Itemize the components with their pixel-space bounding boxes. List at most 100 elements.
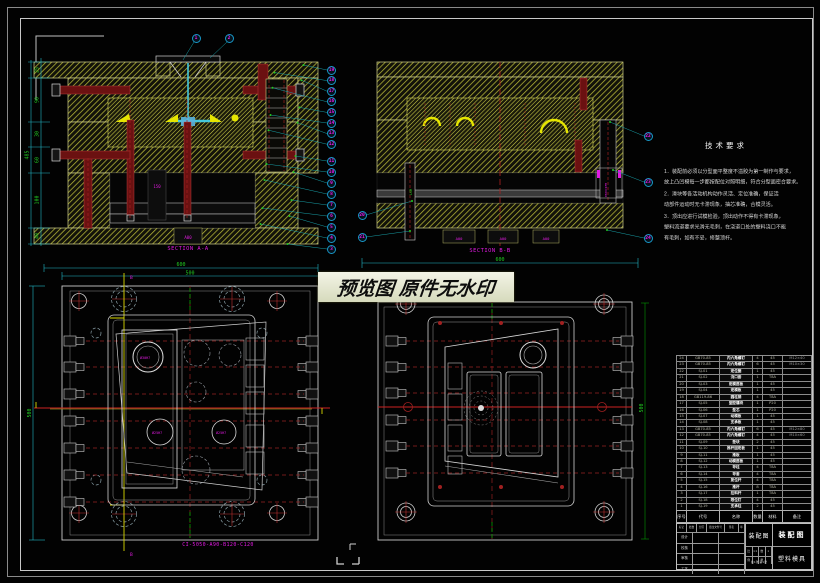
- signature-blank-cell: [719, 554, 745, 564]
- bom-cell-no: 12: [677, 433, 687, 439]
- bom-cell-note: [783, 414, 811, 419]
- bom-cell-note: M10×30: [789, 362, 805, 367]
- bom-cell-no: 17: [677, 401, 687, 407]
- bom-cell-qty: 1: [753, 381, 763, 388]
- bom-cell-code: GB70-85: [687, 356, 720, 362]
- bom-cell-note: [783, 491, 811, 496]
- bom-cell-name: 垫块: [720, 439, 753, 446]
- bom-cell-name: 导套: [720, 471, 753, 478]
- dim-label: 60: [35, 157, 41, 163]
- bom-cell-qty: 1: [753, 375, 763, 381]
- bom-cell-no: 24: [677, 356, 687, 362]
- bom-cell-code: SJ-10: [687, 446, 720, 452]
- bom-cell-code: SJ-11: [687, 452, 720, 458]
- bom-cell-qty: 1: [753, 446, 763, 452]
- revision-label: 处数: [687, 524, 697, 532]
- foot-label: A00: [456, 236, 464, 241]
- bom-cell-qty: 2: [753, 504, 763, 510]
- bom-cell-code: SJ-09: [687, 439, 720, 446]
- bom-cell-note: [783, 388, 811, 393]
- qty-value: 1: [766, 547, 772, 564]
- bom-cell-code: SJ-07: [687, 413, 720, 420]
- bom-cell-qty: 1: [753, 413, 763, 420]
- bom-cell-qty: 6: [753, 362, 763, 368]
- bom-cell-code: SJ-01: [687, 368, 720, 375]
- foot-label: A00: [500, 236, 508, 241]
- bom-cell-name: 动模座板: [720, 459, 753, 465]
- bom-cell-mat: T8A: [763, 491, 783, 497]
- bom-cell-no: 11: [677, 439, 687, 446]
- section-a-view: 25 90 30 60 100 40 485 150 A00 SECTION A…: [25, 41, 328, 252]
- tech-req-line: 有毛刺，如有不妥，修整顶杆。: [664, 236, 736, 242]
- signature-blank-cell: [693, 533, 719, 543]
- bom-cell-mat: 45: [763, 413, 783, 420]
- bom-cell-note: [783, 459, 811, 464]
- bom-cell-note: [783, 375, 811, 380]
- signature-blank-cell: [719, 543, 745, 553]
- tech-req-line: 1．装配前必须以分型面平整度不溢胶为第一制作与要求，: [664, 168, 794, 175]
- bom-col-code: 代号: [687, 511, 720, 522]
- pin-brand-label: LKM: [409, 189, 413, 195]
- dim-label: 600: [176, 262, 185, 268]
- signature-blank-cell: [693, 564, 719, 574]
- bom-cell-mat: 45: [763, 388, 783, 394]
- bom-cell-note: [783, 472, 811, 477]
- bom-cell-no: 22: [677, 368, 687, 375]
- sheet-outer-frame: [7, 7, 814, 577]
- bom-cell-qty: 1: [753, 401, 763, 407]
- bom-cell-mat: 45: [763, 426, 783, 433]
- bom-cell-mat: 45: [763, 381, 783, 388]
- bom-cell-mat: 45: [763, 362, 783, 368]
- bom-cell-name: 推板: [720, 452, 753, 458]
- bom-cell-qty: 1: [753, 459, 763, 465]
- bom-cell-qty: 8: [753, 484, 763, 491]
- bom-cell-code: SJ-19: [687, 504, 720, 510]
- bom-cell-name: 内六角螺钉: [720, 362, 753, 368]
- bom-cell-qty: 4: [753, 471, 763, 478]
- moldbase-code-label: CI-5050-A90-B120-C120: [182, 542, 254, 548]
- dim-label: 100: [35, 195, 41, 204]
- bom-cell-no: 16: [677, 407, 687, 413]
- bom-cell-no: 3: [677, 491, 687, 497]
- revision-label: 标记: [677, 524, 687, 532]
- bom-col-qty: 数量: [753, 511, 763, 522]
- signature-blank-cell: [693, 554, 719, 564]
- bom-cell-qty: 4: [753, 394, 763, 401]
- bom-cell-mat: 45: [763, 356, 783, 362]
- hole-label: Ø25H7: [152, 430, 162, 435]
- bom-cell-note: [783, 485, 811, 490]
- bom-cell-code: SJ-13: [687, 465, 720, 471]
- bom-cell-mat: T8A: [763, 478, 783, 484]
- tech-req-line: 动部件运动时无卡滞现象，抽芯准确，合模灵活。: [664, 202, 776, 209]
- bom-cell-mat: T8A: [763, 394, 783, 401]
- title-block-middle: 装配图 比例 1:1 数量 1 共1张 第1张: [746, 524, 773, 569]
- dim-label: 25: [35, 67, 41, 73]
- bom-cell-name: 型芯: [720, 407, 753, 413]
- bom-cell-no: 23: [677, 362, 687, 368]
- scale-label: 比例: [746, 547, 753, 564]
- bom-cell-code: SJ-04: [687, 388, 720, 394]
- bom-cell-name: 导柱: [720, 465, 753, 471]
- bom-cell-mat: P20: [763, 407, 783, 413]
- dim-label: 600: [495, 257, 504, 263]
- bom-cell-qty: 1: [753, 452, 763, 458]
- bom-cell-mat: 45: [763, 452, 783, 458]
- bom-cell-no: 1: [677, 504, 687, 510]
- watermark-banner: 预览图 原件无水印: [318, 272, 514, 302]
- bom-cell-code: GB70-85: [687, 433, 720, 439]
- bom-cell-name: 内六角螺钉: [720, 426, 753, 433]
- bom-cell-mat: 45: [763, 439, 783, 446]
- bom-cell-name: 型腔镶块: [720, 401, 753, 407]
- tech-req-line: 2．滑块等各活动机构动作灵活、定位准确，保证活: [664, 191, 779, 198]
- watermark-text: 预览图 原件无水印: [336, 278, 496, 300]
- bom-cell-name: 推杆: [720, 484, 753, 491]
- bom-cell-name: 内六角螺钉: [720, 433, 753, 439]
